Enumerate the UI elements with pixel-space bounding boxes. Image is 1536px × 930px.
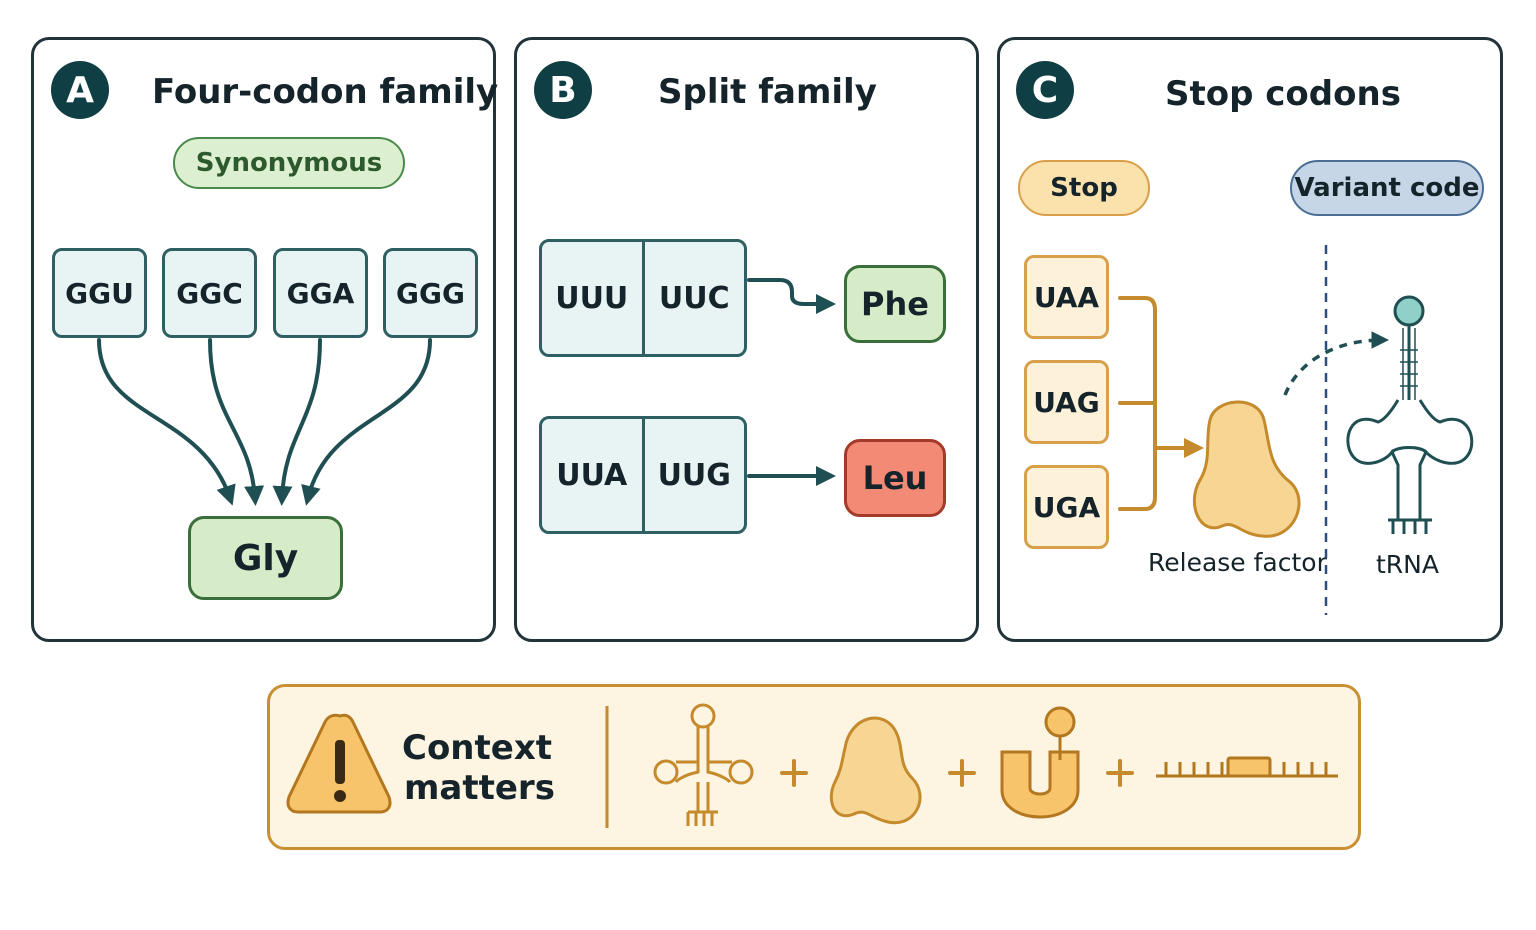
codon-uuc: UUC — [641, 242, 745, 354]
gly-box: Gly — [188, 516, 343, 600]
arrow-phe — [747, 278, 836, 314]
codon-uuu: UUU — [555, 280, 629, 316]
panel-a-title: Four-codon family — [152, 72, 499, 112]
arrow-ggu-gly — [97, 338, 236, 506]
context-line1: Context — [402, 728, 553, 768]
release-factor-label: Release factor — [1148, 548, 1327, 577]
codon-uag: UAG — [1024, 360, 1109, 444]
codon-uaa: UAA — [1024, 255, 1109, 339]
stop-tag: Stop — [1018, 160, 1150, 216]
panel-a-badge: A — [51, 61, 109, 119]
release-factor-icon — [1192, 400, 1301, 538]
plus-2 — [948, 759, 976, 787]
trna-label: tRNA — [1376, 550, 1439, 579]
warning-icon — [286, 713, 392, 814]
codon-ggc: GGC — [162, 248, 257, 338]
plus-3 — [1106, 759, 1134, 787]
arrow-gga-gly — [272, 338, 322, 506]
codon-group-leu: UUA UUG — [539, 416, 747, 534]
codon-uug: UUG — [641, 419, 745, 531]
codon-ggg: GGG — [383, 248, 478, 338]
panel-b-badge: B — [534, 61, 592, 119]
arrow-ggc-gly — [208, 338, 265, 506]
stop-bracket — [1118, 296, 1204, 511]
arrow-ggg-gly — [301, 338, 432, 506]
trna-icon — [1346, 295, 1474, 534]
split-arrows — [747, 278, 836, 486]
context-line2: matters — [404, 768, 555, 808]
mrna-icon — [1156, 756, 1338, 778]
gly-arrows — [97, 338, 432, 506]
codon-ggu: GGU — [52, 248, 147, 338]
plus-signs — [780, 759, 1134, 787]
plus-1 — [780, 759, 808, 787]
phe-box: Phe — [844, 265, 946, 343]
footer-release-factor-icon — [829, 716, 922, 825]
codon-gga: GGA — [273, 248, 368, 338]
codon-group-phe: UUU UUC — [539, 239, 747, 357]
leu-box: Leu — [844, 439, 946, 517]
panel-b-title: Split family — [658, 72, 877, 112]
dashed-arrow-trna — [1283, 331, 1389, 396]
synonymous-tag: Synonymous — [173, 137, 405, 189]
variant-code-tag: Variant code — [1290, 160, 1484, 216]
codon-uua: UUA — [556, 457, 628, 493]
panel-c-title: Stop codons — [1165, 74, 1401, 114]
panel-c-badge: C — [1016, 61, 1074, 119]
ribosome-icon — [1000, 706, 1080, 819]
footer-trna-icon — [653, 703, 754, 826]
codon-uga: UGA — [1024, 465, 1109, 549]
